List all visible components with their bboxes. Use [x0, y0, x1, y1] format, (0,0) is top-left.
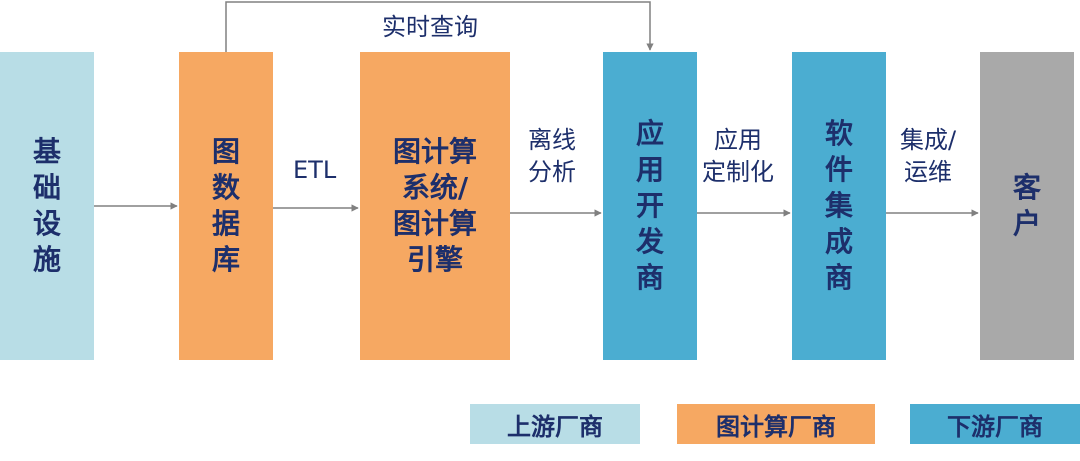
- infrastructure-box: 基础设施: [0, 52, 94, 360]
- app-customization-line-2: 定制化: [702, 158, 774, 187]
- realtime-query-label: 实时查询: [382, 13, 478, 41]
- infrastructure-label: 基础设施: [33, 135, 62, 276]
- offline-analysis-line-2: 分析: [528, 158, 576, 187]
- legend-downstream: 下游厂商: [910, 404, 1080, 444]
- app-developer-label: 应用开发商: [636, 117, 665, 294]
- graph-computing-line-1: 图计算: [392, 135, 477, 169]
- legend-upstream: 上游厂商: [470, 404, 640, 444]
- graph-computing-line-3: 图计算: [392, 207, 477, 240]
- offline-analysis-line-1: 离线: [528, 126, 576, 154]
- graph-computing-line-4: 引擎: [406, 242, 463, 276]
- software-integrator-box: 软件集成商: [792, 52, 886, 360]
- graph-computing-box: 图计算 系统/ 图计算 引擎: [360, 52, 510, 360]
- client-label: 客户: [1013, 171, 1042, 240]
- app-customization-line-1: 应用: [714, 126, 762, 154]
- app-customization-label: 应用 定制化: [702, 124, 774, 189]
- graph-computing-line-2: 系统/: [401, 171, 469, 205]
- arrow-realtime-query: [225, 1, 654, 52]
- client-box: 客户: [980, 52, 1074, 360]
- offline-analysis-label: 离线 分析: [528, 124, 576, 189]
- graph-database-box: 图数据库: [179, 52, 273, 360]
- graph-database-label: 图数据库: [212, 135, 241, 276]
- integration-ops-line-1: 集成/: [900, 126, 957, 154]
- integration-ops-label: 集成/ 运维: [900, 124, 956, 189]
- etl-label: ETL: [293, 156, 337, 184]
- app-developer-box: 应用开发商: [603, 52, 697, 360]
- software-integrator-label: 软件集成商: [825, 117, 854, 294]
- integration-ops-line-2: 运维: [904, 158, 953, 187]
- legend-graph-vendor: 图计算厂商: [677, 404, 875, 444]
